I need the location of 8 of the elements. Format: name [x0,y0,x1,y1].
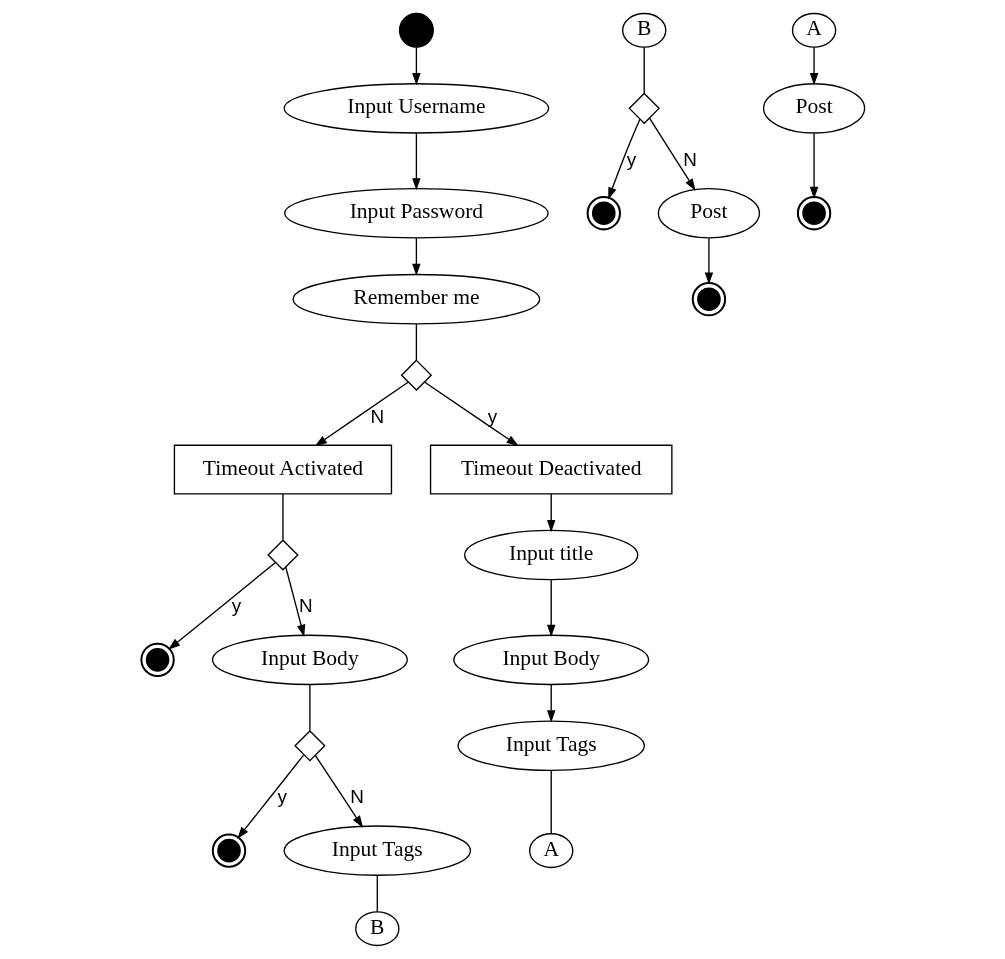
edge-label: y [487,405,497,427]
edge-label: y [626,148,636,170]
edge-label: N [682,148,697,170]
edge-label: N [349,786,364,808]
edge-label: y [277,786,287,808]
edge-label: N [369,405,384,427]
edge-label: y [231,595,241,617]
edge-label: N [298,595,313,617]
